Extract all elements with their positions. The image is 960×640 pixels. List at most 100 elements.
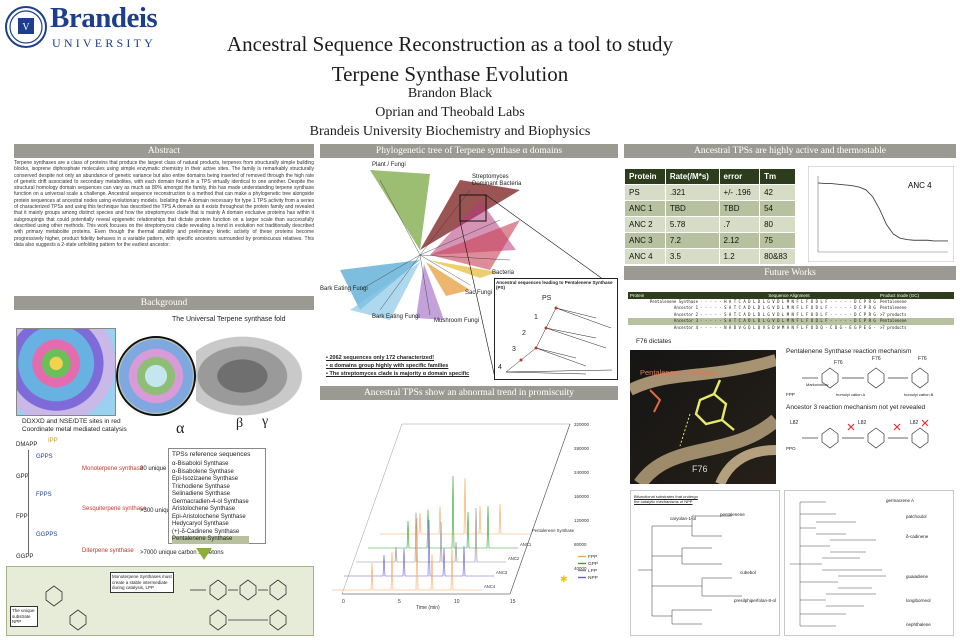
phylogenetic-tree: [340, 170, 619, 379]
table-cell: TBD: [664, 200, 720, 217]
gc-legend-label: LPP: [588, 568, 597, 574]
gc-trace-label: ANC3: [496, 570, 508, 575]
gc-trace-label: Pentalenene Synthase: [532, 528, 575, 533]
table-cell: .321: [664, 184, 720, 201]
alignment-cell: Ancestor 4: [673, 324, 698, 330]
melt-curve-chart: ANC 4: [808, 166, 954, 262]
ref-item: α-Bisabolol Synthase: [172, 461, 229, 467]
alignment-cell: Pentalenene: [880, 318, 907, 324]
pathway-ggpp: GGPP: [16, 554, 34, 560]
labs: Oprian and Theobald Labs: [375, 105, 525, 120]
gc-trace: [356, 507, 506, 563]
active-heading: Ancestral TPSs are highly active and the…: [624, 144, 956, 158]
bullet-text-3: The streptomyces clade is majority α dom…: [329, 371, 470, 377]
f76-caption: F76 dictates: [636, 338, 672, 345]
inset-tree: [505, 306, 613, 375]
author: Brandon Black: [407, 86, 493, 101]
alignment-header-cell: Product mode (GC): [880, 293, 920, 298]
department: Brandeis University Biochemistry and Bio…: [309, 124, 591, 139]
alignment-row: Pentalenene Synthase- - - - - H A T C A …: [628, 299, 954, 306]
refs-arrow: [196, 548, 212, 560]
table-cell: 80: [759, 216, 796, 233]
ref-item: Epi-Aristolochene Synthase: [172, 513, 246, 520]
gc-legend-label: NPP: [588, 575, 598, 581]
table-header-cell: Tm: [759, 168, 796, 185]
inset-2: 2: [522, 330, 526, 337]
gc-ytick-label: 40000: [574, 566, 587, 571]
greek-gamma: γ: [262, 414, 269, 429]
mono-note: Monoterpene Synthases must create a stab…: [110, 572, 174, 593]
table-cell: +/- .196: [718, 184, 761, 201]
table-cell: 80&83: [759, 248, 796, 265]
mech-markovnikov: Markovnikov: [806, 382, 829, 387]
pathway-gpps: GPPS: [36, 454, 53, 460]
table-cell: 1.2: [718, 248, 761, 265]
tree-right-label-1: germacrene A: [886, 498, 915, 503]
tree-note: Bifunctional substrates that undergo the…: [634, 494, 698, 504]
tree-left-label-2: pentalenene: [720, 512, 745, 517]
alignment-cell: >7 products: [880, 311, 907, 317]
bullet-text-1: 2062 sequences only 172 characterized!: [329, 355, 435, 361]
table-header-cell: error: [718, 168, 761, 185]
tree-left-label-1: caryolan-1-ol: [670, 516, 697, 521]
table-cell: 54: [759, 200, 796, 217]
logo-subtitle: UNIVERSITY: [52, 36, 156, 50]
phylo-label-bark-2: Bark Eating Fungi: [372, 314, 420, 320]
table-cell: ANC 3: [624, 232, 666, 249]
alignment-header-cell: Protein: [630, 293, 645, 298]
svg-text:V: V: [22, 22, 30, 33]
tree-panel-left: [630, 490, 780, 636]
ancestral-inset: [494, 278, 618, 380]
gc-ytick-label: 80000: [574, 542, 587, 547]
mech-l82-1: L82: [790, 420, 799, 426]
phylo-bullet-3: • The streptomyces clade is majority α d…: [326, 371, 470, 377]
alignment-cell: >7 products: [880, 324, 907, 330]
table-cell: 75: [759, 232, 796, 249]
gc-chart: 3200002800002400001600001200008000040000…: [320, 404, 618, 610]
alignment-row: Ancestor 4- - - - - N A D V G Q L Q V S …: [628, 324, 954, 331]
mech-hum-b: humulyl cation B: [904, 392, 934, 397]
mechanism-diagram: [802, 367, 929, 449]
gc-trace: [332, 517, 482, 591]
gc-trace-label: ANC2: [508, 556, 520, 561]
alignment-cell: - - - - - N A D V G Q L Q V S D W M A N …: [700, 324, 878, 330]
alignment-row: Ancestor 1- - - - - S A T C A D L D L G …: [628, 305, 954, 312]
alignment-cell: Ancestor 1: [673, 305, 698, 311]
alignment-cell: - - - - - S A T C A D L D L G V D L M N …: [700, 318, 878, 324]
tree-right-label-6: nephthalene: [906, 622, 931, 627]
table-cell: 2.12: [718, 232, 761, 249]
refs-title: TPSs reference sequences: [172, 451, 251, 458]
phylo-label-bark-1: Bark Eating Fungi: [320, 286, 368, 292]
metal-caption: Coordinate metal mediated catalysis: [22, 426, 127, 433]
gc-xtick-label: 15: [510, 599, 516, 605]
gc-ytick-label: 280000: [574, 446, 590, 451]
ddxxd-caption: DDXXD and NSE/DTE sites in red: [22, 418, 121, 425]
table-cell: .7: [718, 216, 761, 233]
melt-axes: [817, 176, 948, 253]
alignment-cell: Ancestor 3: [673, 318, 698, 324]
gc-xtick-label: 0: [342, 599, 345, 605]
mech-title: Pentalenene Synthase reaction mechanism: [786, 348, 912, 355]
gc-ytick-label: 320000: [574, 422, 590, 427]
tree-left-label-4: presilphiperfolan-8-ol: [734, 598, 777, 603]
protein-structure-image: [16, 328, 116, 416]
phylo-label-bacteria: Bacteria: [492, 270, 515, 276]
gc-trace-label: ANC1: [520, 542, 532, 547]
ref-item: Epi-Isozizaene Synthase: [172, 476, 239, 482]
alignment-cell: - - - - - S A T C A D L D L G V D L M N …: [700, 305, 878, 311]
pathway-dmapp: DMAPP: [16, 442, 38, 448]
pathway-fpps: FPPS: [36, 492, 52, 498]
inset-1: 1: [534, 314, 538, 321]
promisc-heading: Ancestral TPSs show an abnormal trend in…: [320, 386, 618, 400]
poster-title-line2: Terpene Synthase Evolution: [331, 62, 569, 86]
ref-item: (+)-δ-Cadinene Synthase: [172, 528, 240, 535]
pathway-fpp: FPP: [16, 514, 28, 520]
melt-chart-title: ANC 4: [908, 181, 932, 190]
